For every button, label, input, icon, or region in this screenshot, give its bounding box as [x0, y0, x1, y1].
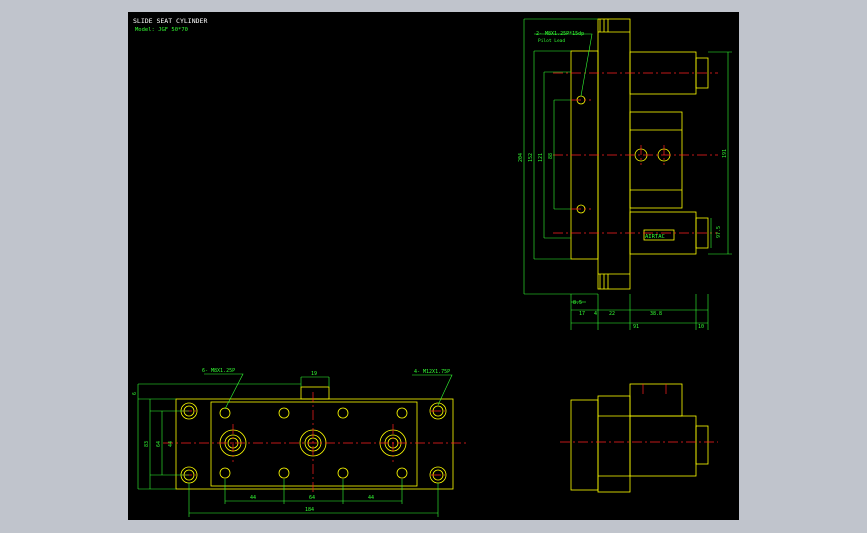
drawing-viewport[interactable]: SLIDE SEAT CYLINDER Model: JGF 50*70 — [128, 12, 739, 520]
dim-88: 88 — [548, 153, 554, 159]
side-view-carrier — [597, 18, 631, 290]
dim-91: 91 — [633, 324, 639, 330]
bottom-view-dimensions — [137, 373, 453, 517]
hole-m8-6 — [278, 467, 290, 479]
end-view-cylinder — [629, 415, 697, 477]
bottom-view-inner — [210, 401, 418, 487]
dim-44b: 44 — [368, 495, 374, 501]
dim-44a: 44 — [250, 495, 256, 501]
callout-m8: 6- M8X1.25P — [202, 368, 235, 374]
hole-m12-tr — [429, 402, 447, 420]
hole-m8-1 — [219, 407, 231, 419]
side-view-callout-sub: Pilot Lead — [538, 38, 565, 44]
dim-64h: 64 — [309, 495, 315, 501]
drawing-title: SLIDE SEAT CYLINDER — [133, 17, 207, 25]
side-view — [570, 18, 709, 290]
callout-m12: 4- M12X1.75P — [414, 369, 450, 375]
bottom-view-key — [300, 386, 330, 400]
side-view-centerlines — [553, 72, 718, 234]
side-view-dimensions — [523, 18, 732, 330]
side-view-label-text: AIRTAC — [645, 234, 665, 240]
end-view — [570, 383, 709, 493]
dim-17: 17 — [579, 311, 585, 317]
bottom-view-centerlines — [163, 392, 468, 492]
hole-m8-7 — [337, 467, 349, 479]
end-view-rod-end — [695, 425, 709, 465]
dim-191: 191 — [722, 149, 728, 158]
end-view-carrier — [597, 395, 631, 493]
dim-22: 22 — [609, 311, 615, 317]
dim-44v: 44 — [168, 441, 174, 447]
side-view-lower-end — [695, 217, 709, 249]
side-view-upper-end — [695, 57, 709, 89]
drawing-model: Model: JGF 50*70 — [135, 27, 188, 33]
dim-4: 4 — [594, 311, 597, 317]
end-view-centerlines — [560, 384, 718, 443]
dim-97-5: 97.5 — [716, 226, 722, 238]
dim-19: 19 — [311, 371, 317, 377]
hole-m8-8 — [396, 467, 408, 479]
dim-152: 152 — [528, 153, 534, 162]
dim-6: 6 — [132, 392, 138, 395]
dim-8-5: 8.5 — [573, 300, 582, 306]
bottom-view — [175, 386, 454, 490]
dim-64v: 64 — [156, 441, 162, 447]
bottom-view-plate — [175, 398, 454, 490]
side-view-middle-body — [629, 111, 683, 209]
side-view-label-plate — [643, 229, 675, 241]
cad-drawing: SLIDE SEAT CYLINDER Model: JGF 50*70 — [132, 17, 732, 517]
dim-184: 184 — [305, 507, 314, 513]
side-view-callout-thread: 2- M8X1.25P*15dp — [536, 31, 584, 37]
dim-121: 121 — [538, 153, 544, 162]
end-view-base — [570, 399, 599, 491]
hole-m8-2 — [278, 407, 290, 419]
end-view-top-block — [629, 383, 683, 417]
hole-m8-4 — [396, 407, 408, 419]
hole-m8-5 — [219, 467, 231, 479]
hole-m8-3 — [337, 407, 349, 419]
dim-83: 83 — [144, 441, 150, 447]
dim-10: 10 — [698, 324, 704, 330]
dim-38-8: 38.8 — [650, 311, 662, 317]
dim-204: 204 — [518, 153, 524, 162]
